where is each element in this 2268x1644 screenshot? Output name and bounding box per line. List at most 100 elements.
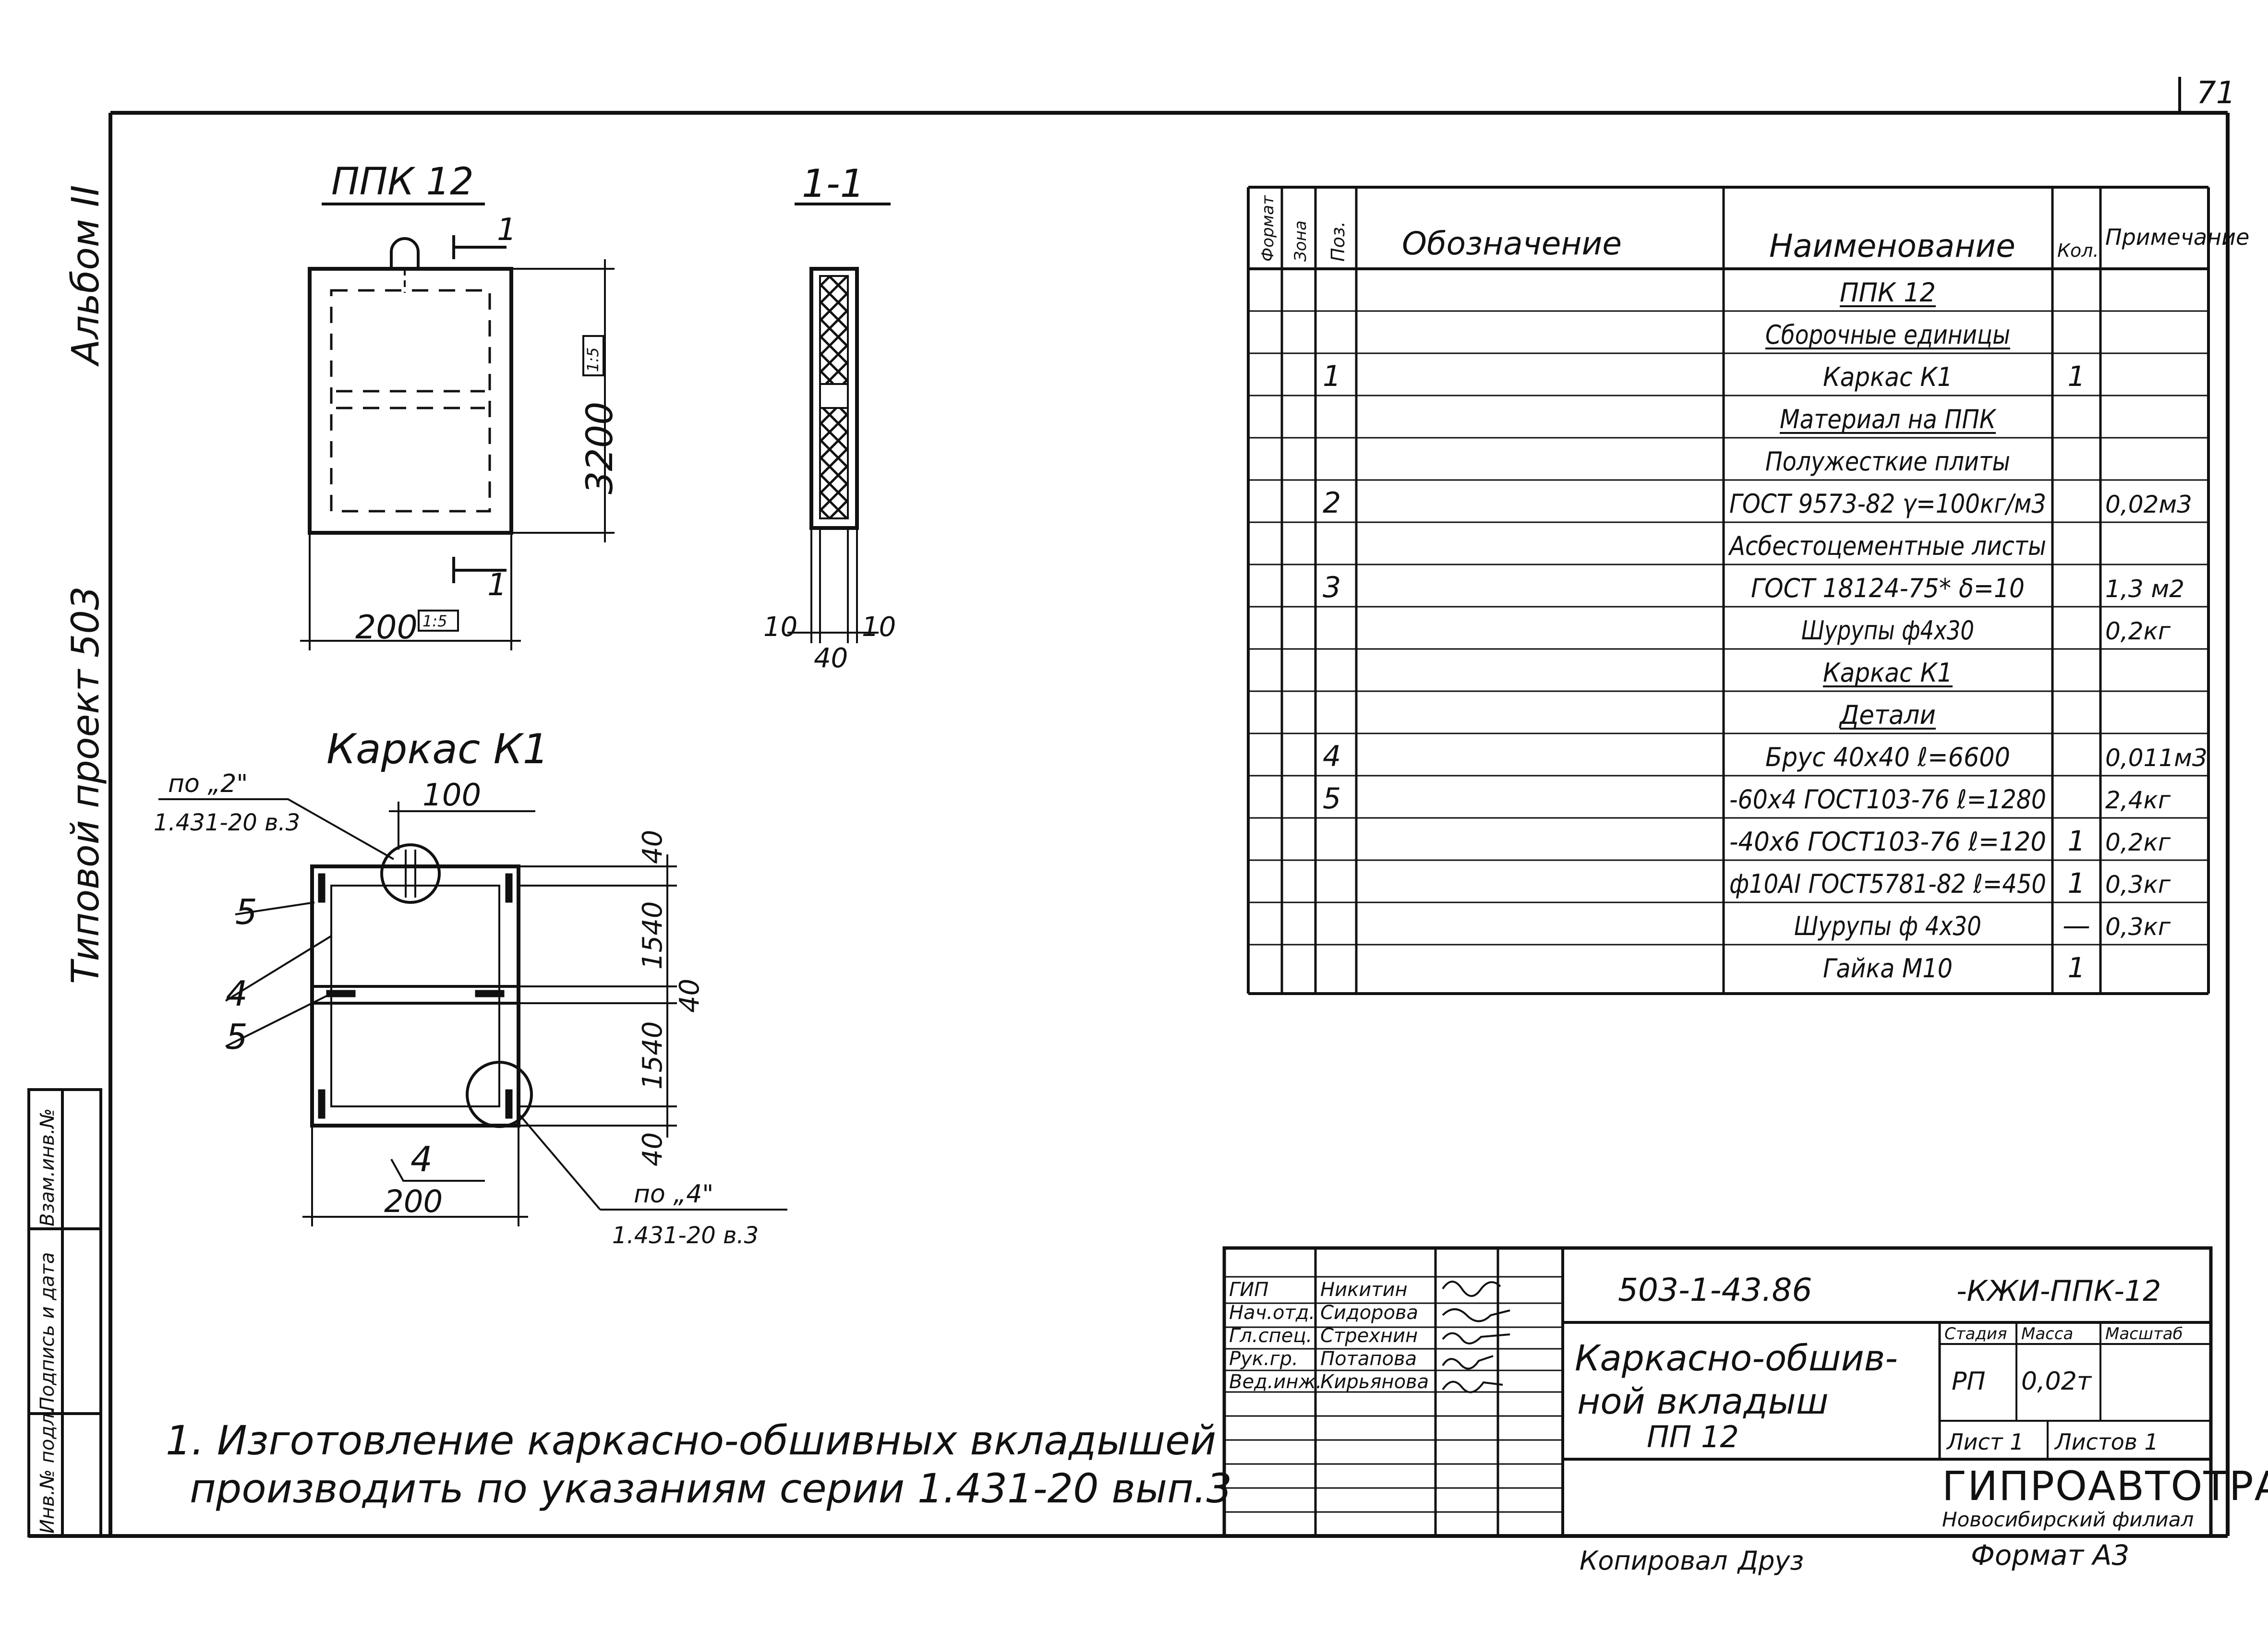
section-dim-bottom: 40 (814, 643, 848, 674)
title-sheet: Лист 1 (1946, 1429, 2024, 1455)
spec-cell-name: ППК 12 (1840, 277, 1936, 308)
section-dim-left: 10 (763, 612, 797, 643)
panel-width-scale: 1:5 (422, 612, 447, 630)
section-title: 1-1 (802, 161, 865, 206)
frame-side-dim-2: 1540 (637, 901, 668, 970)
spec-cell-name: Асбестоцементные листы (1728, 531, 2046, 561)
spec-cell-name: Шурупы ф 4х30 (1794, 911, 1981, 941)
spec-cell-name: Шурупы ф4х30 (1801, 615, 1974, 646)
position-marker-5a: 5 (235, 892, 257, 932)
spec-header-qty: Кол. (2057, 240, 2099, 261)
spec-cell-note: 2,4кг (2105, 786, 2171, 814)
callout-top-ref: по „2" (168, 769, 248, 798)
title-line-2: ной вкладыш (1577, 1381, 1829, 1422)
copied-by-signature: Друз (1737, 1546, 1804, 1576)
spec-header-name: Наименование (1769, 228, 2015, 264)
spec-cell-qty: 1 (2068, 951, 2086, 984)
title-line-3: ПП 12 (1647, 1419, 1739, 1454)
spec-cell-name: -40х6 ГОСТ103-76 ℓ=120 (1729, 827, 2046, 857)
title-line-1: Каркасно-обшив- (1575, 1338, 1898, 1379)
spec-cell-qty: 1 (2068, 825, 2086, 857)
spec-header-designation: Обозначение (1402, 225, 1622, 262)
title-col-mass: Масса (2021, 1324, 2073, 1344)
panel-view (300, 235, 615, 650)
title-role: Гл.спец. (1229, 1325, 1312, 1347)
left-stamp (27, 1088, 102, 1537)
spec-cell-name: Сборочные единицы (1765, 320, 2010, 350)
title-role: Вед.инж. (1229, 1371, 1322, 1393)
frame-side-dim-3: 40 (674, 979, 705, 1013)
spec-cell-name: Материал на ППК (1780, 404, 1997, 434)
spec-cell-name: Каркас К1 (1823, 658, 1953, 688)
frame-side-dim-4: 1540 (637, 1021, 668, 1090)
spec-cell-note: 0,3кг (2105, 871, 2171, 899)
signatures (1442, 1281, 1510, 1393)
spec-cell-qty: 1 (2068, 867, 2086, 900)
copied-by-label: Копировал (1580, 1546, 1728, 1576)
spec-cell-pos: 2 (1323, 486, 1341, 520)
title-name: Потапова (1320, 1348, 1417, 1370)
note-line-2: производить по указаниям серии 1.431-20 … (190, 1465, 1232, 1512)
callout-bottom-ref: по „4" (634, 1180, 713, 1209)
section-mark-bottom: 1 (487, 567, 507, 603)
spec-cell-name: Брус 40х40 ℓ=6600 (1765, 742, 2010, 772)
format-label: Формат А3 (1971, 1539, 2129, 1572)
stamp-replace-label: Взам.инв.№ (36, 1108, 59, 1226)
callout-top-series: 1.431-20 в.3 (154, 809, 300, 836)
title-col-stage: Стадия (1944, 1324, 2007, 1344)
position-marker-5b: 5 (226, 1017, 248, 1057)
spec-header-zone: Зона (1291, 220, 1310, 262)
spec-cell-name: Детали (1839, 700, 1936, 730)
album-label: Альбом II (64, 185, 108, 367)
spec-cell-note: 0,2кг (2105, 828, 2171, 856)
spec-cell-qty: 1 (2068, 360, 2086, 393)
spec-header-pos: Поз. (1327, 221, 1349, 262)
position-marker-4b: 4 (410, 1139, 433, 1179)
project-label: Типовой проект 503 (64, 586, 108, 984)
title-col-scale: Масштаб (2105, 1324, 2183, 1344)
spec-header-format: Формат (1258, 195, 1278, 262)
section-mark-top: 1 (497, 212, 517, 248)
spec-cell-name: -60х4 ГОСТ103-76 ℓ=1280 (1729, 784, 2046, 815)
spec-cell-note: 0,3кг (2105, 913, 2171, 941)
position-marker-4a: 4 (226, 973, 248, 1014)
title-name: Кирьянова (1320, 1371, 1429, 1393)
title-role: ГИП (1229, 1279, 1268, 1301)
title-role: Нач.отд. (1229, 1302, 1315, 1324)
title-mass: 0,02т (2021, 1367, 2092, 1396)
frame-side-dim-5: 40 (637, 1132, 668, 1166)
spec-cell-name: Полужесткие плиты (1765, 446, 2010, 477)
title-block (1222, 1246, 2213, 1538)
spec-cell-name: ГОСТ 9573-82 γ=100кг/м3 (1729, 489, 2046, 519)
spec-cell-name: Каркас К1 (1823, 362, 1953, 392)
panel-title: ППК 12 (331, 160, 474, 204)
title-name: Сидорова (1320, 1302, 1418, 1324)
title-branch: Новосибирский филиал (1942, 1508, 2194, 1531)
section-dim-right: 10 (862, 612, 896, 643)
spec-cell-note: 0,2кг (2105, 617, 2171, 645)
stamp-sign-label: Подпись и дата (36, 1252, 59, 1411)
frame-bottom-dim: 200 (384, 1184, 443, 1220)
spec-cell-pos: 5 (1323, 782, 1341, 816)
spec-cell-pos: 3 (1323, 571, 1341, 604)
spec-cell-name: Гайка М10 (1823, 953, 1953, 984)
title-name: Никитин (1320, 1279, 1408, 1301)
panel-height-dim: 3200 (578, 402, 621, 494)
spec-cell-name: ф10АI ГОСТ5781-82 ℓ=450 (1729, 869, 2046, 899)
frame-view (158, 798, 787, 1226)
title-role: Рук.гр. (1229, 1348, 1298, 1370)
spec-cell-note: 1,3 м2 (2105, 575, 2184, 603)
title-org: ГИПРОАВТОТРАНС (1942, 1463, 2268, 1510)
frame-top-dim: 100 (422, 778, 481, 813)
spec-cell-name: ГОСТ 18124-75* δ=10 (1751, 573, 2025, 603)
title-code: -КЖИ-ППК-12 (1956, 1274, 2161, 1308)
frame-title: Каркас К1 (326, 725, 549, 773)
title-stage: РП (1952, 1367, 1985, 1396)
callout-bottom-series: 1.431-20 в.3 (612, 1222, 759, 1249)
spec-cell-note: 0,011м3 (2105, 744, 2208, 772)
panel-height-scale: 1:5 (584, 348, 602, 372)
stamp-inv-label: Инв.№ подл. (36, 1407, 59, 1534)
